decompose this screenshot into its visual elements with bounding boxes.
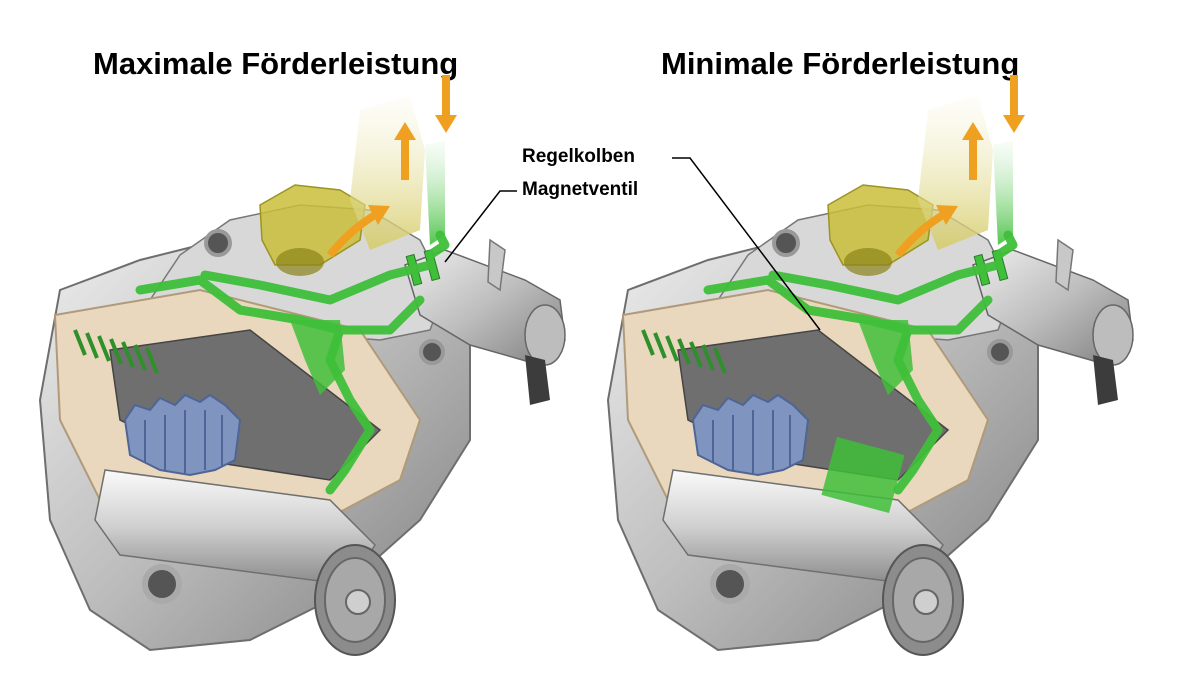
- pump-min-delivery: [608, 75, 1133, 655]
- flow-arrow-icon: [894, 211, 946, 258]
- title-min-delivery: Minimale Förderleistung: [661, 46, 1020, 81]
- leader-regelkolben: [672, 157, 821, 331]
- title-max-delivery: Maximale Förderleistung: [93, 46, 459, 81]
- pump-max-delivery: [40, 75, 565, 655]
- flow-arrow-icon: [435, 75, 457, 133]
- flow-arrow-icon: [368, 205, 390, 225]
- flow-arrow-icon: [326, 211, 378, 258]
- leader-magnetventil: [444, 190, 517, 263]
- flow-arrow-icon: [936, 205, 958, 225]
- callout-regelkolben: Regelkolben: [522, 146, 635, 167]
- flow-arrow-icon: [1003, 75, 1025, 133]
- callout-magnetventil: Magnetventil: [522, 179, 639, 200]
